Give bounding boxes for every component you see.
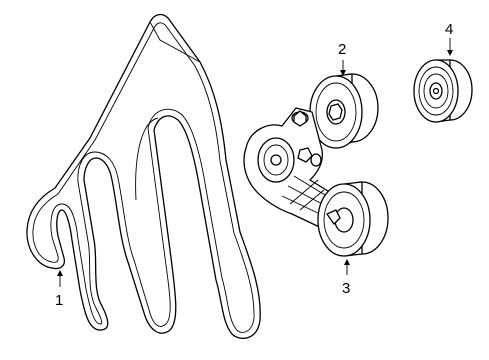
idler-pulley-2[interactable] bbox=[309, 73, 379, 149]
belt-tensioner-3[interactable] bbox=[243, 107, 389, 257]
callout-1: 1 bbox=[55, 270, 63, 309]
callout-2: 2 bbox=[338, 41, 346, 76]
serpentine-belt[interactable] bbox=[26, 13, 261, 340]
callout-3: 3 bbox=[342, 259, 350, 297]
callout-number-1: 1 bbox=[55, 292, 63, 309]
idler-pulley-4[interactable] bbox=[413, 59, 473, 123]
callout-number-4: 4 bbox=[445, 21, 453, 38]
callout-number-2: 2 bbox=[338, 41, 346, 58]
callout-4: 4 bbox=[445, 21, 453, 56]
callout-number-3: 3 bbox=[342, 280, 350, 297]
